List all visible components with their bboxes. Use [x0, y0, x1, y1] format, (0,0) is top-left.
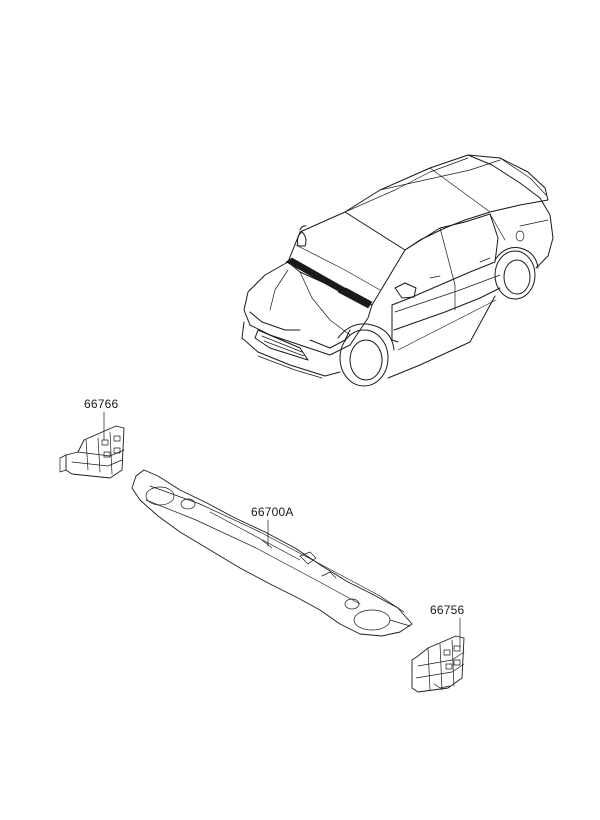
part-66756-bracket	[411, 635, 465, 693]
callout-66756: 66756	[430, 603, 464, 649]
part-66700A-cowl-panel	[131, 469, 413, 637]
part-number-label: 66766	[84, 397, 118, 411]
part-66766-bracket	[59, 425, 125, 479]
vehicle-illustration	[241, 154, 554, 387]
callout-66766: 66766	[84, 397, 118, 441]
callout-66700A: 66700A	[251, 505, 294, 547]
part-number-label: 66756	[430, 603, 464, 617]
part-number-label: 66700A	[251, 505, 294, 519]
